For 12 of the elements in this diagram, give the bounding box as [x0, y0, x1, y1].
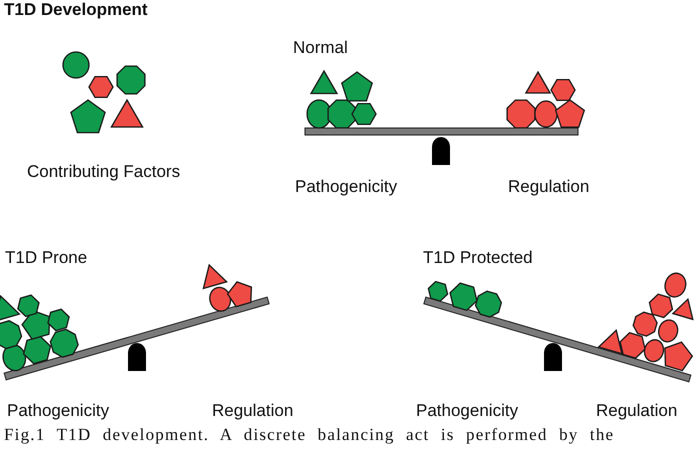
side-label: Pathogenicity [416, 401, 518, 421]
side-label: Pathogenicity [295, 177, 398, 197]
side-label: Regulation [508, 177, 590, 197]
side-label: Pathogenicity [7, 401, 110, 421]
figure-caption: Fig.1 T1D development. A discrete balancing act is performed by the [4, 424, 614, 446]
side-label: Regulation [212, 401, 294, 421]
diagram-title: T1D Development [4, 0, 148, 20]
panel-label: Contributing Factors [27, 162, 180, 182]
panel-title: Normal [293, 38, 348, 58]
panel-title: T1D Prone [5, 248, 88, 268]
panel-title: T1D Protected [423, 248, 533, 268]
side-label: Regulation [596, 401, 678, 421]
